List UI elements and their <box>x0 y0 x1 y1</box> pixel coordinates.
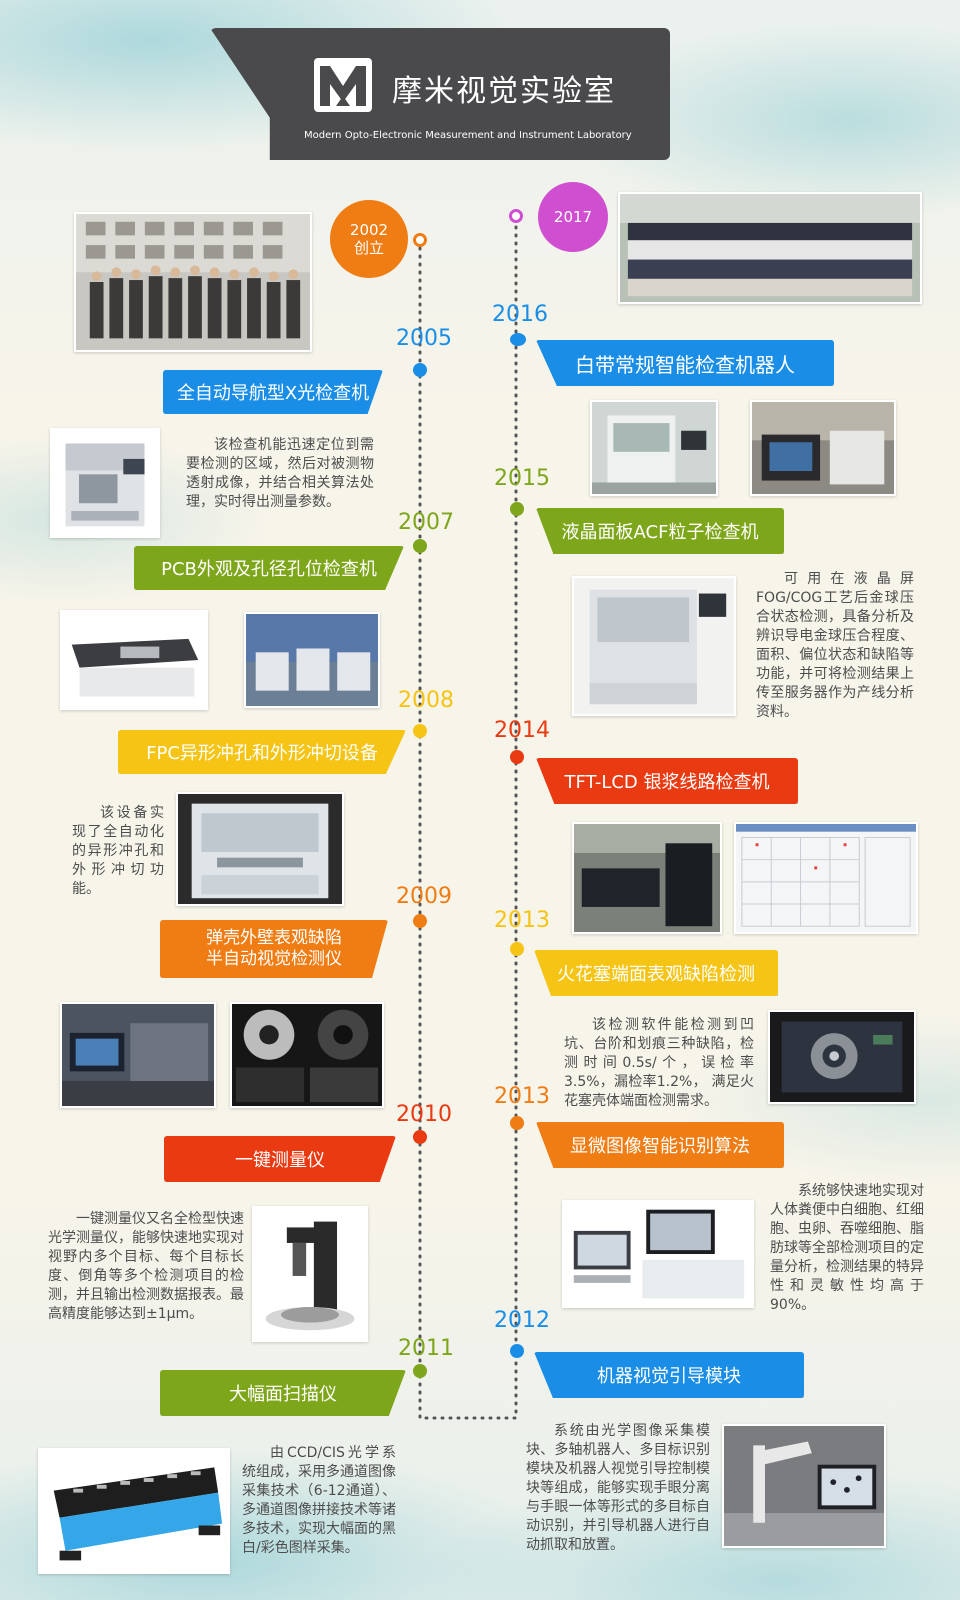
bubble-year: 2017 <box>553 208 593 226</box>
node-2013-spark-plug <box>510 942 524 956</box>
desc-2008: 该设备实现了全自动化的异形冲孔和外形冲切功能。 <box>72 805 164 897</box>
year-2016: 2016 <box>492 302 548 327</box>
photo-casing-lab <box>60 1002 216 1108</box>
year-2007: 2007 <box>398 510 454 535</box>
photo-one-key-gauge <box>252 1206 368 1342</box>
banner-2013-spark-plug: 火花塞端面表观缺陷检测 <box>534 950 778 996</box>
node-2002 <box>413 233 427 247</box>
node-2012 <box>510 1344 524 1358</box>
header-banner <box>210 28 670 160</box>
year-2009: 2009 <box>396 884 452 909</box>
node-2008 <box>413 724 427 738</box>
photo-pcb-production <box>244 612 380 708</box>
desc-2013-spark-plug: 该检测软件能检测到凹坑、台阶和划痕三种缺陷，检测时间0.5s/个，误检率3.5%… <box>564 1017 754 1109</box>
node-2016 <box>510 333 526 346</box>
year-2014: 2014 <box>494 718 550 743</box>
node-2011 <box>413 1364 427 1378</box>
photo-pcb-inspector <box>60 610 208 710</box>
node-2010 <box>413 1130 427 1144</box>
node-2017 <box>509 209 523 223</box>
year-2005: 2005 <box>396 326 452 351</box>
banner-2008: FPC异形冲孔和外形冲切设备 <box>118 730 406 774</box>
node-2009 <box>413 914 427 928</box>
desc-2011: 由CCD/CIS光学系统组成，采用多通道图像采集技术（6-12通道）、多通道图像… <box>242 1445 396 1556</box>
banner-2009-line1: 弹壳外壁表观缺陷 <box>206 927 342 948</box>
bubble-year: 2002 <box>349 221 389 239</box>
photo-wide-scanner <box>38 1448 230 1574</box>
banner-2009: 弹壳外壁表观缺陷 半自动视觉检测仪 <box>160 920 388 978</box>
banner-2016: 白带常规智能检查机器人 <box>536 340 834 386</box>
photo-inspection-robot-2 <box>750 400 896 496</box>
node-2014 <box>510 750 524 764</box>
bubble-label: 创立 <box>353 239 384 257</box>
photo-tft-lcd-machine <box>572 822 722 934</box>
photo-founding-team <box>74 212 312 352</box>
desc-2012: 系统由光学图像采集模块、多轴机器人、多目标识别模块及机器人视觉引导控制模块等组成… <box>526 1423 710 1553</box>
banner-2011: 大幅面扫描仪 <box>160 1370 406 1416</box>
year-2013-microscope: 2013 <box>494 1084 550 1109</box>
desc-2005: 该检查机能迅速定位到需要检测的区域，然后对被测物透射成像，并结合相关算法处理，实… <box>186 437 374 510</box>
node-2007 <box>413 539 427 553</box>
photo-acf-inspector <box>572 576 736 716</box>
photo-lab-group-2017 <box>618 192 922 304</box>
photo-microscope-system <box>562 1200 754 1308</box>
desc-2010: 一键测量仪又名全检型快速光学测量仪，能够快速地实现对视野内多个目标、每个目标长度… <box>48 1211 244 1322</box>
banner-2014: TFT-LCD 银浆线路检查机 <box>536 758 798 804</box>
year-2008: 2008 <box>398 688 454 713</box>
node-2013-microscope <box>510 1116 524 1130</box>
photo-fpc-punching <box>176 792 344 906</box>
photo-casing-samples <box>230 1002 384 1108</box>
photo-inspection-robot-1 <box>590 400 718 496</box>
lab-title: 摩米视觉实验室 <box>392 74 616 109</box>
banner-2010: 一键测量仪 <box>164 1136 396 1182</box>
banner-2015: 液晶面板ACF粒子检查机 <box>536 508 784 554</box>
year-bubble-2017: 2017 <box>538 182 608 252</box>
photo-vision-guided-robot <box>722 1424 886 1548</box>
year-2010: 2010 <box>396 1102 452 1127</box>
desc-2013-microscope: 系统够快速地实现对人体粪便中白细胞、红细胞、虫卵、吞噬细胞、脂肪球等全部检测项目… <box>770 1183 924 1313</box>
year-2011: 2011 <box>398 1336 454 1361</box>
banner-2012: 机器视觉引导模块 <box>534 1352 804 1398</box>
lab-logo <box>314 58 372 112</box>
lab-subtitle: Modern Opto-Electronic Measurement and I… <box>304 130 632 141</box>
year-2015: 2015 <box>494 466 550 491</box>
year-2012: 2012 <box>494 1308 550 1333</box>
photo-xray-inspector <box>50 428 160 538</box>
year-2013-spark-plug: 2013 <box>494 908 550 933</box>
desc-2015: 可用在液晶屏FOG/COG工艺后金球压合状态检测，具备分析及辨识导电金球压合程度… <box>756 571 914 720</box>
photo-spark-plug-software <box>768 1010 916 1104</box>
banner-2009-line2: 半自动视觉检测仪 <box>206 949 342 969</box>
banner-2007: PCB外观及孔径孔位检查机 <box>134 546 404 590</box>
photo-tft-lcd-software <box>734 822 918 934</box>
node-2005 <box>413 363 427 377</box>
banner-2005: 全自动导航型X光检查机 <box>163 370 383 414</box>
node-2015 <box>510 502 524 516</box>
banner-2013-microscope: 显微图像智能识别算法 <box>536 1122 784 1168</box>
year-bubble-2002: 2002 创立 <box>330 200 408 278</box>
